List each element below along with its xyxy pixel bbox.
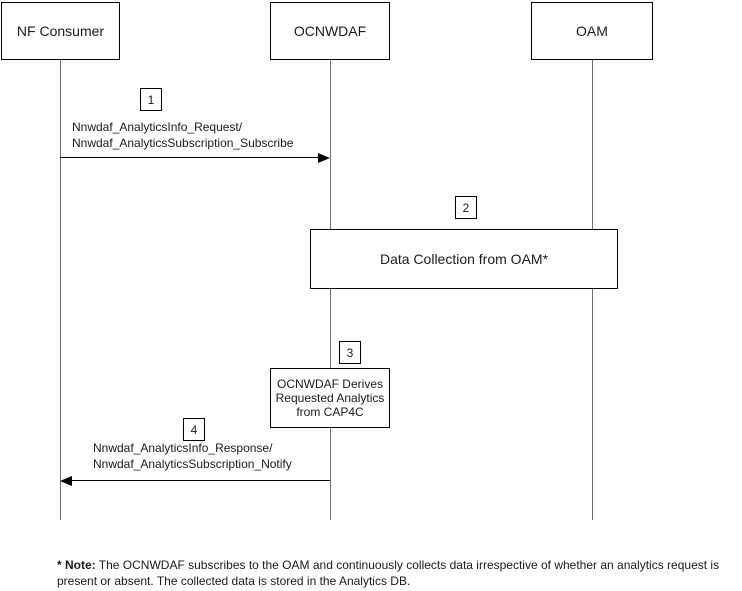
step-2-number: 2 <box>462 200 470 215</box>
step-4-number-box: 4 <box>183 418 205 441</box>
message-4-label: Nnwdaf_AnalyticsInfo_Response/ Nnwdaf_An… <box>93 440 292 472</box>
step-4-number: 4 <box>190 422 198 437</box>
data-collection-box-label: Data Collection from OAM* <box>379 251 549 267</box>
actor-ocnwdaf-label: OCNWDAF <box>293 23 367 39</box>
message-1-label: Nnwdaf_AnalyticsInfo_Request/ Nnwdaf_Ana… <box>72 119 293 151</box>
message-1-label-line1: Nnwdaf_AnalyticsInfo_Request/ <box>72 120 243 134</box>
step-2-number-box: 2 <box>455 196 477 219</box>
message-4-line <box>72 480 330 481</box>
derive-analytics-box: OCNWDAF Derives Requested Analytics from… <box>270 368 390 428</box>
derive-analytics-line2: Requested Analytics <box>275 391 385 405</box>
derive-analytics-line1: OCNWDAF Derives <box>276 377 383 391</box>
actor-nf-consumer-label: NF Consumer <box>16 23 105 39</box>
message-4-label-line2: Nnwdaf_AnalyticsSubscription_Notify <box>93 457 292 471</box>
actor-oam-label: OAM <box>576 23 608 39</box>
actor-oam: OAM <box>531 2 653 60</box>
step-3-number: 3 <box>346 345 354 360</box>
footnote-text: The OCNWDAF subscribes to the OAM and co… <box>57 558 720 588</box>
actor-nf-consumer: NF Consumer <box>1 2 120 60</box>
step-1-number-box: 1 <box>140 88 162 111</box>
message-1-label-line2: Nnwdaf_AnalyticsSubscription_Subscribe <box>72 136 294 150</box>
message-1-arrowhead-icon <box>318 153 330 163</box>
message-4-label-line1: Nnwdaf_AnalyticsInfo_Response/ <box>93 441 273 455</box>
footnote: * Note: The OCNWDAF subscribes to the OA… <box>57 557 729 589</box>
step-3-number-box: 3 <box>339 341 361 364</box>
data-collection-box: Data Collection from OAM* <box>310 229 618 289</box>
lifeline-ocnwdaf <box>330 60 331 520</box>
message-1-line <box>60 157 319 158</box>
footnote-prefix: * Note: <box>57 558 96 572</box>
derive-analytics-line3: from CAP4C <box>296 405 364 419</box>
lifeline-nf-consumer <box>60 60 61 520</box>
actor-ocnwdaf: OCNWDAF <box>270 2 390 60</box>
lifeline-oam <box>592 60 593 520</box>
step-1-number: 1 <box>147 92 155 107</box>
message-4-arrowhead-icon <box>60 476 72 486</box>
